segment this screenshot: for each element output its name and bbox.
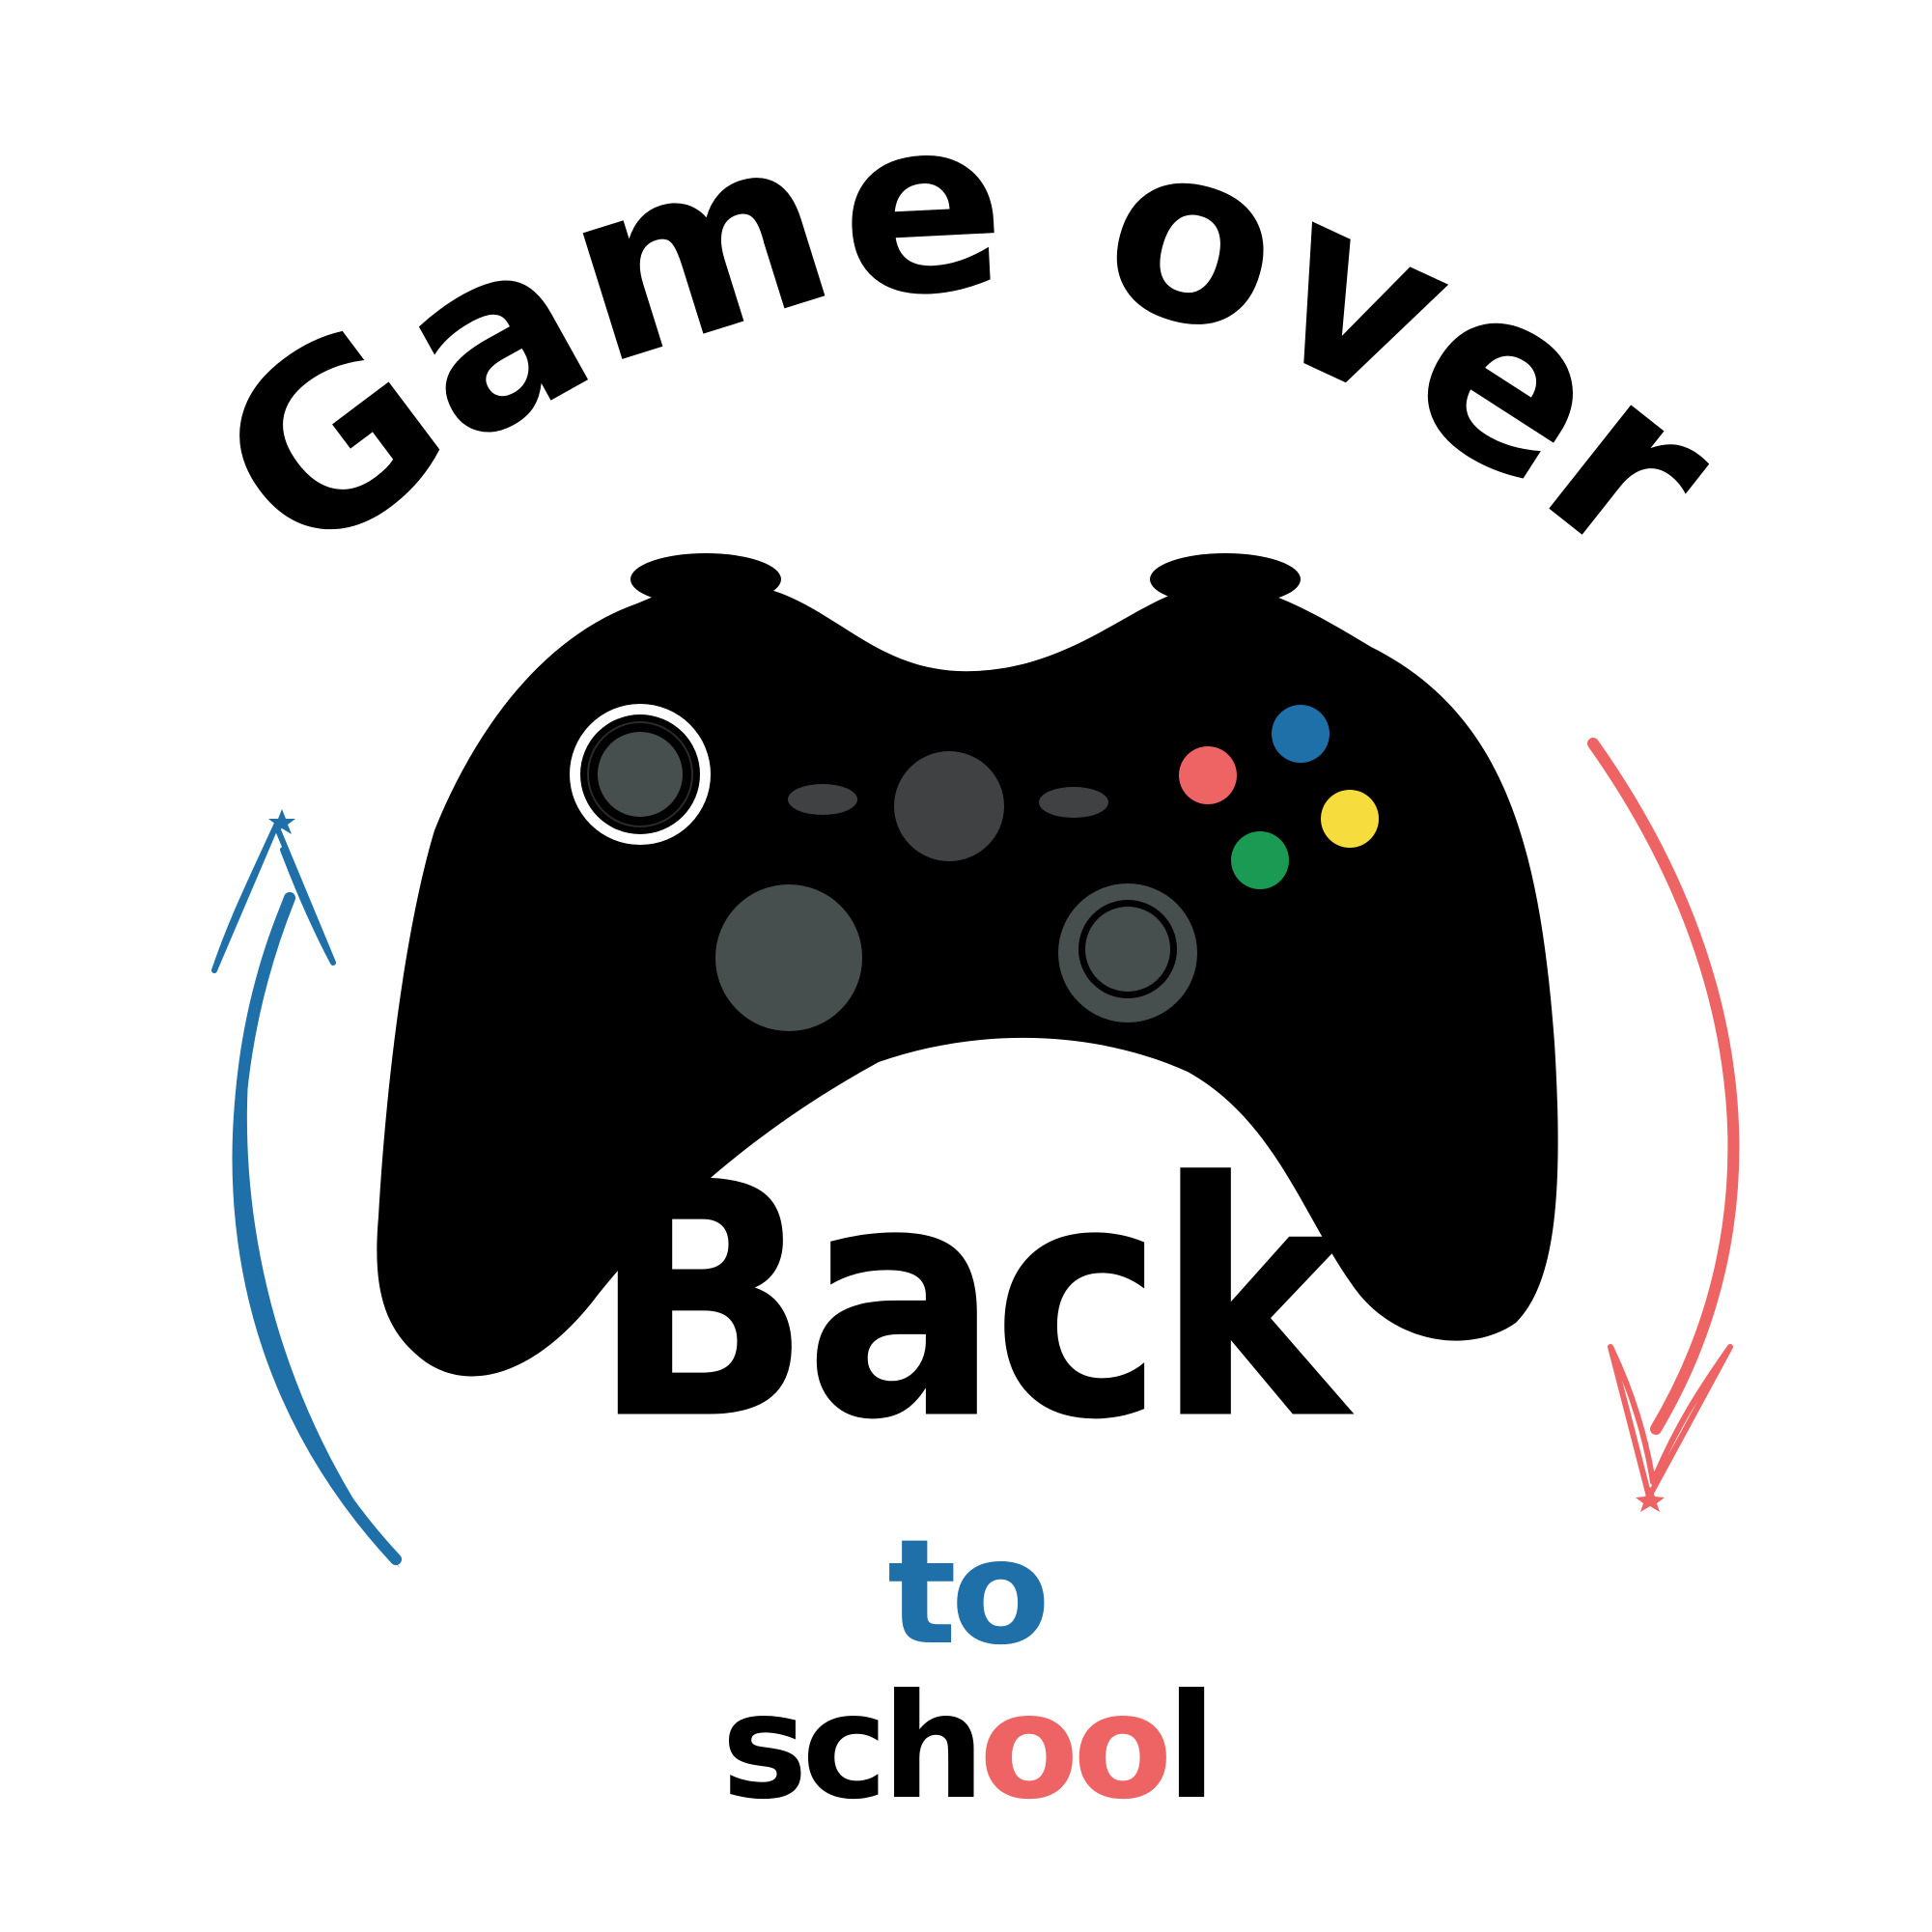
right-stick bbox=[1085, 907, 1170, 992]
red-button bbox=[1179, 746, 1237, 804]
back-button bbox=[788, 784, 857, 815]
tagline-to-word: to bbox=[887, 1509, 1050, 1677]
blue-button bbox=[1272, 705, 1330, 763]
tagline-school-part1: sch bbox=[721, 1664, 985, 1832]
tagline-school: school bbox=[0, 1675, 1932, 1820]
game-controller bbox=[377, 553, 1558, 1377]
headline-text: Game over bbox=[169, 63, 1766, 614]
left-stick bbox=[598, 732, 683, 817]
subhead-back: Back bbox=[591, 1113, 1348, 1492]
left-arrow-swoosh bbox=[232, 892, 402, 1565]
dpad bbox=[715, 884, 862, 1031]
right-arrow bbox=[1587, 738, 1740, 1512]
tagline-school-part3: l bbox=[1166, 1664, 1216, 1832]
right-arrow-star bbox=[1636, 1487, 1665, 1512]
headline-game-over: Game over bbox=[169, 63, 1766, 614]
left-arrow-star bbox=[268, 809, 295, 834]
left-arrow-stroke bbox=[233, 893, 401, 1569]
tagline-school-accent: oo bbox=[979, 1664, 1172, 1832]
green-button bbox=[1231, 831, 1289, 889]
yellow-button bbox=[1321, 790, 1379, 848]
guide-button bbox=[894, 751, 1004, 861]
tagline-to: to bbox=[0, 1521, 1932, 1666]
left-arrow bbox=[211, 809, 402, 1569]
right-arrow-swoosh bbox=[1587, 738, 1740, 1435]
start-button bbox=[1039, 787, 1108, 818]
